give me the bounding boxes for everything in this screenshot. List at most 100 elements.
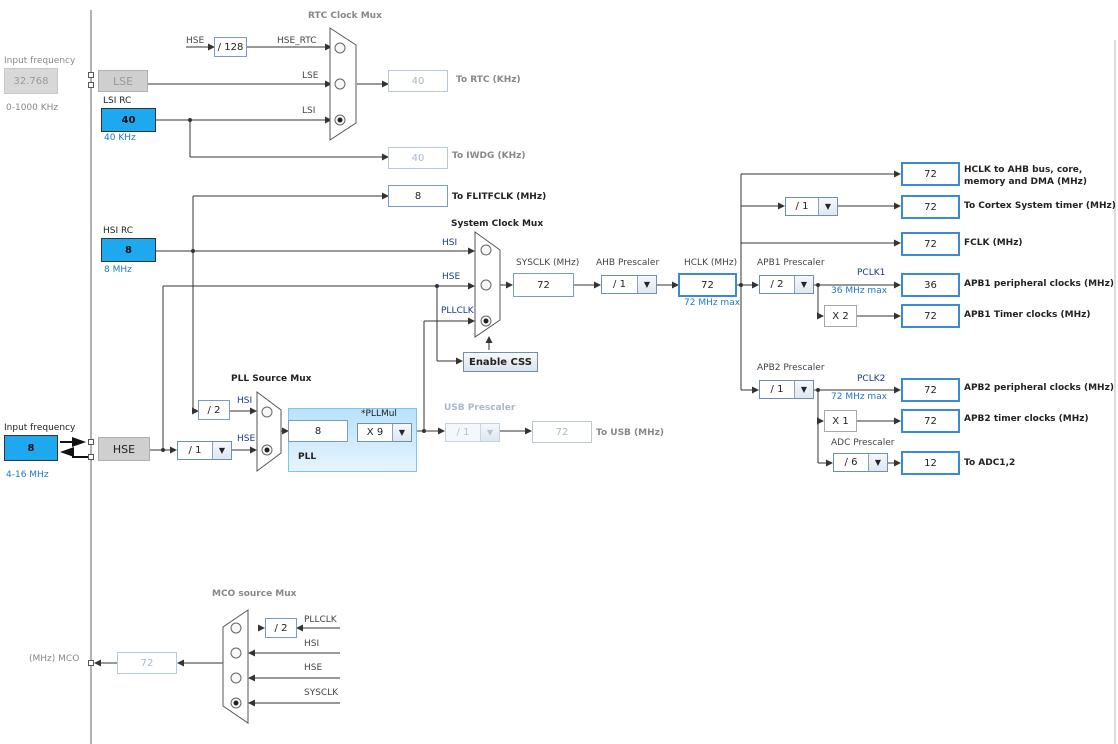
apb1-timer-field[interactable]: 72 bbox=[901, 304, 960, 328]
apb1-periph-field[interactable]: 36 bbox=[901, 273, 960, 297]
rtc-output-label: To RTC (KHz) bbox=[456, 75, 521, 85]
mco-sysclk-label: SYSCLK bbox=[304, 688, 339, 698]
mco-port bbox=[88, 660, 94, 666]
hclk-label: HCLK (MHz) bbox=[684, 258, 738, 268]
chevron-down-icon: ▼ bbox=[480, 424, 499, 441]
apb2-timer-label: APB2 timer clocks (MHz) bbox=[964, 414, 1089, 424]
ahb-prescaler-select[interactable]: / 1 ▼ bbox=[601, 275, 657, 294]
fclk-output-field[interactable]: 72 bbox=[901, 232, 960, 256]
lse-range: 0-1000 KHz bbox=[6, 103, 59, 113]
pll-mul-label: *PLLMul bbox=[361, 409, 397, 419]
pll-hsi-div: / 2 bbox=[198, 400, 230, 420]
apb1-prescaler-select[interactable]: / 2 ▼ bbox=[759, 275, 814, 294]
mco-output-label: (MHz) MCO bbox=[29, 654, 80, 664]
apb2-periph-label: APB2 peripheral clocks (MHz) bbox=[964, 383, 1114, 393]
sysclk-mux-hse-label: HSE bbox=[442, 272, 461, 282]
hse-input-field[interactable]: 8 bbox=[4, 435, 58, 461]
mco-mux-shape bbox=[222, 609, 249, 724]
apb2-periph-field[interactable]: 72 bbox=[901, 378, 960, 402]
rtc-div128: / 128 bbox=[214, 37, 247, 57]
adc-output-label: To ADC1,2 bbox=[964, 458, 1016, 468]
pclk1-max: 36 MHz max bbox=[831, 286, 888, 296]
chevron-down-icon: ▼ bbox=[212, 442, 231, 459]
apb1-timer-label: APB1 Timer clocks (MHz) bbox=[964, 310, 1091, 320]
rtc-lsi-label: LSI bbox=[302, 106, 316, 116]
apb2-timer-mult: X 1 bbox=[824, 410, 857, 432]
usb-prescaler-select[interactable]: / 1 ▼ bbox=[445, 423, 500, 442]
hclk-max: 72 MHz max bbox=[684, 298, 741, 308]
usb-output-label: To USB (MHz) bbox=[596, 428, 664, 438]
chevron-down-icon: ▼ bbox=[637, 276, 656, 293]
ahb-prescaler-label: AHB Prescaler bbox=[596, 258, 660, 268]
sysclk-label: SYSCLK (MHz) bbox=[516, 258, 580, 268]
hsi-unit: 8 MHz bbox=[104, 265, 132, 275]
flitf-output-field[interactable]: 8 bbox=[388, 185, 448, 207]
pclk1-label: PCLK1 bbox=[857, 268, 886, 278]
pll-source-mux-title: PLL Source Mux bbox=[231, 374, 312, 384]
lse-port-bottom bbox=[88, 82, 94, 88]
apb1-prescaler-label: APB1 Prescaler bbox=[757, 258, 825, 268]
hsi-node[interactable]: 8 bbox=[101, 238, 156, 262]
hse-range: 4-16 MHz bbox=[6, 470, 49, 480]
mco-hsi-label: HSI bbox=[304, 639, 320, 649]
lsi-node[interactable]: 40 bbox=[101, 108, 156, 132]
pclk2-max: 72 MHz max bbox=[831, 392, 888, 402]
chevron-down-icon: ▼ bbox=[392, 424, 411, 441]
apb2-timer-field[interactable]: 72 bbox=[901, 409, 960, 433]
usb-output-field[interactable]: 72 bbox=[532, 421, 592, 443]
mco-pllclk-label: PLLCLK bbox=[304, 615, 337, 625]
hse-div-select[interactable]: / 1 ▼ bbox=[177, 441, 232, 460]
hse-node[interactable]: HSE bbox=[98, 437, 150, 461]
rtc-mux-title: RTC Clock Mux bbox=[308, 11, 382, 21]
chevron-down-icon: ▼ bbox=[818, 198, 837, 215]
ahb-output-field[interactable]: 72 bbox=[901, 162, 960, 186]
ahb-output-label-1: HCLK to AHB bus, core, bbox=[964, 165, 1083, 175]
adc-prescaler-label: ADC Prescaler bbox=[831, 438, 895, 448]
cortex-output-label: To Cortex System timer (MHz) bbox=[964, 201, 1116, 211]
sysclk-field[interactable]: 72 bbox=[513, 273, 574, 297]
apb2-prescaler-label: APB2 Prescaler bbox=[757, 363, 825, 373]
sysclk-mux-hsi-label: HSI bbox=[442, 238, 458, 248]
lse-input-field[interactable]: 32.768 bbox=[4, 68, 58, 94]
lse-input-frequency-label: Input frequency bbox=[4, 56, 76, 66]
rtc-lse-label: LSE bbox=[302, 71, 319, 81]
hclk-field[interactable]: 72 bbox=[678, 273, 737, 297]
apb2-prescaler-select[interactable]: / 1 ▼ bbox=[759, 380, 814, 399]
apb1-prescaler-value: / 2 bbox=[760, 276, 794, 293]
rtc-hse-rtc-label: HSE_RTC bbox=[277, 36, 317, 46]
cortex-div-select[interactable]: / 1 ▼ bbox=[785, 197, 838, 216]
iwdg-output-field[interactable]: 40 bbox=[388, 147, 448, 169]
enable-css-button[interactable]: Enable CSS bbox=[463, 352, 538, 372]
pclk2-label: PCLK2 bbox=[857, 374, 886, 384]
cortex-div-value: / 1 bbox=[786, 198, 818, 215]
lsi-label: LSI RC bbox=[103, 96, 132, 106]
lse-port-top bbox=[88, 72, 94, 78]
mco-mux-title: MCO source Mux bbox=[212, 589, 297, 599]
usb-prescaler-value: / 1 bbox=[446, 424, 480, 441]
usb-prescaler-label: USB Prescaler bbox=[444, 403, 516, 413]
pll-mul-select[interactable]: X 9 ▼ bbox=[357, 423, 412, 442]
rtc-output-field[interactable]: 40 bbox=[388, 70, 448, 92]
mco-pll-div: / 2 bbox=[265, 618, 297, 638]
sysclk-mux-pllclk-label: PLLCLK bbox=[441, 306, 474, 316]
adc-output-field[interactable]: 12 bbox=[901, 451, 960, 475]
pll-mux-hse-label: HSE bbox=[237, 434, 256, 444]
apb1-periph-label: APB1 peripheral clocks (MHz) bbox=[964, 279, 1114, 289]
pll-mux-hsi-label: HSI bbox=[237, 396, 253, 406]
pll-source-mux-shape bbox=[256, 391, 282, 472]
pll-input-field[interactable]: 8 bbox=[288, 420, 348, 442]
hse-div-value: / 1 bbox=[178, 442, 212, 459]
pll-panel-label: PLL bbox=[298, 452, 317, 462]
cortex-output-field[interactable]: 72 bbox=[901, 195, 960, 219]
ahb-prescaler-value: / 1 bbox=[602, 276, 637, 293]
mco-output-field[interactable]: 72 bbox=[117, 652, 177, 674]
adc-prescaler-select[interactable]: / 6 ▼ bbox=[833, 453, 888, 472]
lse-node[interactable]: LSE bbox=[98, 70, 148, 92]
pll-mul-value: X 9 bbox=[358, 424, 392, 441]
rtc-hse-label: HSE bbox=[186, 36, 205, 46]
apb1-timer-mult: X 2 bbox=[824, 305, 857, 327]
sysclk-mux-title: System Clock Mux bbox=[451, 219, 544, 229]
adc-prescaler-value: / 6 bbox=[834, 454, 868, 471]
lsi-unit: 40 KHz bbox=[104, 133, 136, 143]
